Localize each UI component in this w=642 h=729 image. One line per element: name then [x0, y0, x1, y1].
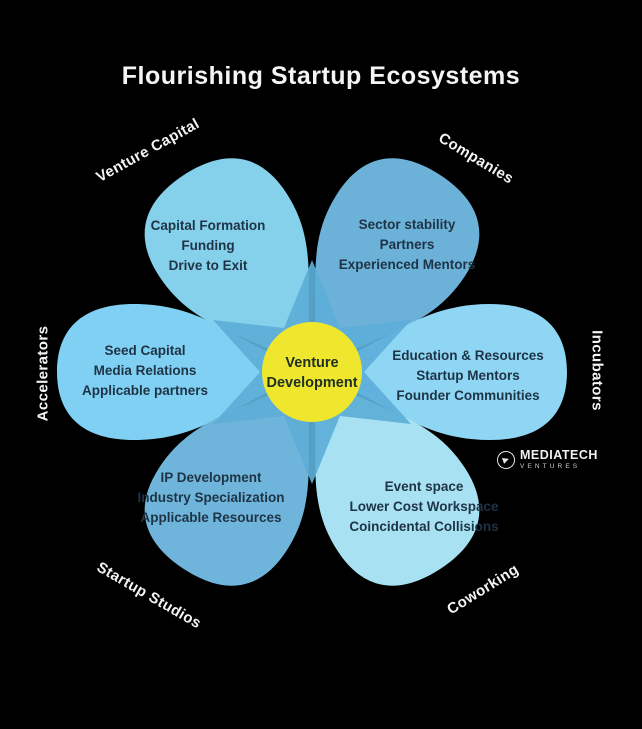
petal-item: IP Development — [160, 470, 262, 485]
petal-startup-studios — [144, 372, 312, 586]
petal-items-incubators: Education & Resources Startup Mentors Fo… — [343, 346, 593, 406]
petal-items-companies: Sector stability Partners Experienced Me… — [282, 215, 532, 275]
petal-items-accelerators: Seed Capital Media Relations Applicable … — [20, 341, 270, 401]
petal-item: Capital Formation — [150, 218, 266, 233]
petal-item: Startup Mentors — [416, 368, 520, 383]
center-label-line2: Development — [266, 375, 358, 391]
label-incubators: Incubators — [588, 330, 606, 411]
petal-item: Applicable Resources — [140, 510, 282, 525]
petal-item: Seed Capital — [104, 343, 186, 358]
petal-accelerators — [57, 304, 312, 440]
petal-item: Drive to Exit — [168, 258, 248, 273]
mediatech-ventures-logo: ▶ MEDIATECH VENTURES — [494, 447, 598, 472]
label-accelerators: Accelerators — [34, 325, 52, 422]
petal-item: Industry Specialization — [137, 490, 285, 505]
logo-text: MEDIATECH VENTURES — [520, 449, 598, 470]
logo-subtitle: VENTURES — [520, 462, 581, 470]
center-label-line1: Venture — [285, 355, 339, 371]
center-label: Venture Development — [237, 353, 387, 393]
petal-incubators — [312, 304, 567, 440]
petal-item: Founder Communities — [396, 388, 540, 403]
petal-items-startup-studios: IP Development Industry Specialization A… — [86, 468, 336, 528]
petal-item: Sector stability — [358, 217, 456, 232]
petal-items-coworking: Event space Lower Cost Workspace Coincid… — [299, 477, 549, 537]
petal-companies — [312, 158, 480, 372]
petal-item: Education & Resources — [392, 348, 544, 363]
petal-item: Funding — [181, 238, 235, 253]
petal-coworking — [312, 372, 480, 586]
petal-item: Experienced Mentors — [338, 257, 476, 272]
center-circle — [262, 322, 362, 422]
petal-item: Lower Cost Workspace — [349, 499, 499, 514]
petal-item: Event space — [384, 479, 464, 494]
petal-item: Partners — [379, 237, 435, 252]
petal-venture-capital — [144, 158, 312, 372]
petal-item: Coincidental Collisions — [349, 519, 499, 534]
play-circle-icon: ▶ — [494, 447, 518, 472]
page-title: Flourishing Startup Ecosystems — [121, 62, 521, 90]
petal-item: Media Relations — [93, 363, 197, 378]
play-glyph: ▶ — [501, 453, 511, 465]
petal-item: Applicable partners — [81, 383, 209, 398]
petal-items-venture-capital: Capital Formation Funding Drive to Exit — [83, 216, 333, 276]
logo-brand: MEDIATECH — [520, 448, 598, 462]
